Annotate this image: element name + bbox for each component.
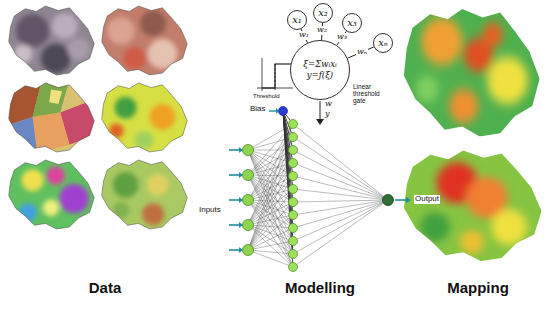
slope-map <box>98 157 190 231</box>
weight-label: w₃ <box>336 33 348 42</box>
input-circle: x₁ <box>287 10 307 30</box>
node-text: x₂ <box>318 7 328 20</box>
network-links <box>248 111 388 267</box>
bias-label: Bias <box>250 105 266 114</box>
susceptibility-map <box>398 146 546 264</box>
elevation-map <box>5 157 97 231</box>
output-label: y <box>324 110 331 119</box>
geology-map <box>5 80 97 154</box>
node-text: y=ƒ(ξ) <box>307 70 333 81</box>
node-text: x₁ <box>292 14 302 27</box>
weight-connector <box>348 47 374 58</box>
input-circle: xₙ <box>373 33 393 53</box>
node-text: xₙ <box>378 37 388 50</box>
section-heading: Modelling <box>285 280 355 297</box>
false-colour-map <box>98 3 190 77</box>
inputs-label: Inputs <box>199 206 221 215</box>
input-circle: x₂ <box>313 3 333 23</box>
node-text: ξ=Σwᵢxᵢ <box>303 59 336 70</box>
satellite-map <box>5 3 97 77</box>
network-neurons <box>229 107 411 272</box>
axis-label: Threshold <box>253 93 280 100</box>
susceptibility-map <box>398 4 544 140</box>
landcover-map <box>98 80 190 154</box>
output-label: Output <box>414 195 440 204</box>
neuron-output-line <box>316 101 324 125</box>
weight-label: wₙ <box>356 48 368 57</box>
input-circle: x₃ <box>342 13 362 33</box>
summation-neuron: ξ=Σwᵢxᵢy=ƒ(ξ) <box>290 40 350 100</box>
node-text: x₃ <box>347 17 357 30</box>
step-function-plot <box>257 58 293 92</box>
section-heading: Data <box>89 280 122 297</box>
weight-label: w₁ <box>298 31 310 40</box>
weight-label: w₂ <box>316 26 328 35</box>
weight-label: w <box>324 100 333 109</box>
gate-label: Linear threshold gate <box>353 83 391 104</box>
section-heading: Mapping <box>447 280 509 297</box>
